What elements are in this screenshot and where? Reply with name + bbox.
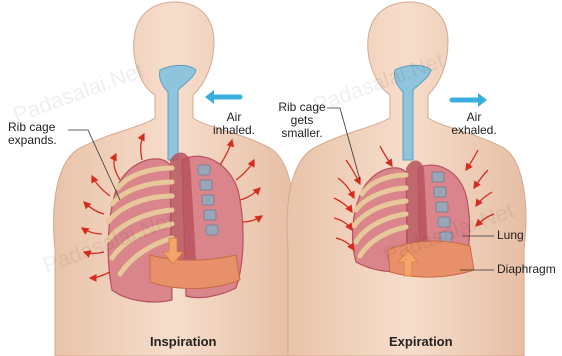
air-inhaled-arrow xyxy=(205,90,240,104)
air-exhaled-label: Air exhaled. xyxy=(446,111,502,137)
diaphragm-left xyxy=(150,255,240,289)
rib-cage-expands-label: Rib cage expands. xyxy=(8,121,57,147)
lung-label: Lung xyxy=(497,229,524,242)
diaphragm-label: Diaphragm xyxy=(497,263,561,276)
air-exhaled-arrow xyxy=(452,93,487,107)
expiration-caption: Expiration xyxy=(389,334,453,349)
inspiration-figure xyxy=(54,2,294,356)
rib-cage-smaller-label: Rib cage gets smaller. xyxy=(276,101,328,140)
expiration-figure xyxy=(287,2,526,356)
inspiration-caption: Inspiration xyxy=(150,334,216,349)
air-inhaled-label: Air inhaled. xyxy=(206,111,262,137)
